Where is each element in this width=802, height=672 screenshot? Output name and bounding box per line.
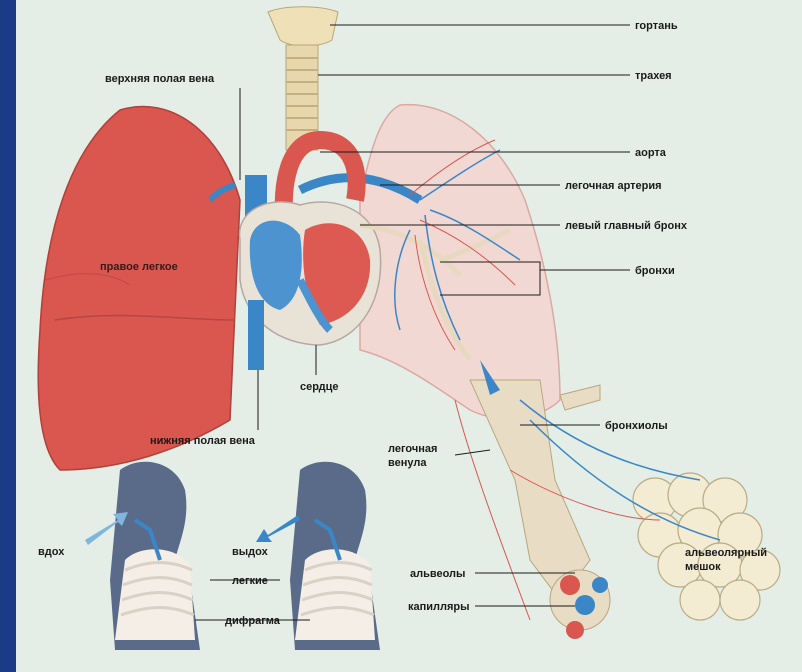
label-alveolar-sac-1: альвеолярный	[685, 547, 767, 559]
label-lungs: легкие	[232, 575, 268, 587]
label-exhale: выдох	[232, 546, 269, 558]
label-inferior-vena-cava: нижняя полая вена	[150, 435, 256, 447]
label-heart: сердце	[300, 381, 339, 393]
label-trachea: трахея	[635, 70, 672, 82]
label-pulmonary-artery: легочная артерия	[565, 180, 662, 192]
label-larynx: гортань	[635, 20, 678, 32]
label-capillaries: капилляры	[408, 601, 470, 613]
label-bronchioles: бронхиолы	[605, 420, 668, 432]
label-left-main-bronchus: левый главный бронх	[565, 220, 688, 232]
alveoli-closeup	[550, 570, 610, 639]
inhale-figure	[85, 462, 200, 650]
label-alveoli: альвеолы	[410, 568, 465, 580]
inferior-vena-cava	[248, 300, 264, 370]
label-aorta: аорта	[635, 147, 667, 159]
label-pulmonary-venule-2: венула	[388, 457, 427, 469]
right-lung	[38, 107, 240, 470]
label-pulmonary-venule-1: легочная	[388, 443, 437, 455]
label-alveolar-sac-2: мешок	[685, 561, 721, 573]
label-right-lung: правое легкое	[100, 261, 178, 273]
label-inhale: вдох	[38, 546, 65, 558]
label-superior-vena-cava: верхняя полая вена	[105, 73, 215, 85]
exhale-arrow-icon	[256, 515, 300, 542]
larynx	[268, 7, 338, 46]
label-diaphragm: дифрагма	[225, 615, 281, 627]
label-bronchi: бронхи	[635, 265, 675, 277]
bronchiole	[470, 380, 590, 600]
